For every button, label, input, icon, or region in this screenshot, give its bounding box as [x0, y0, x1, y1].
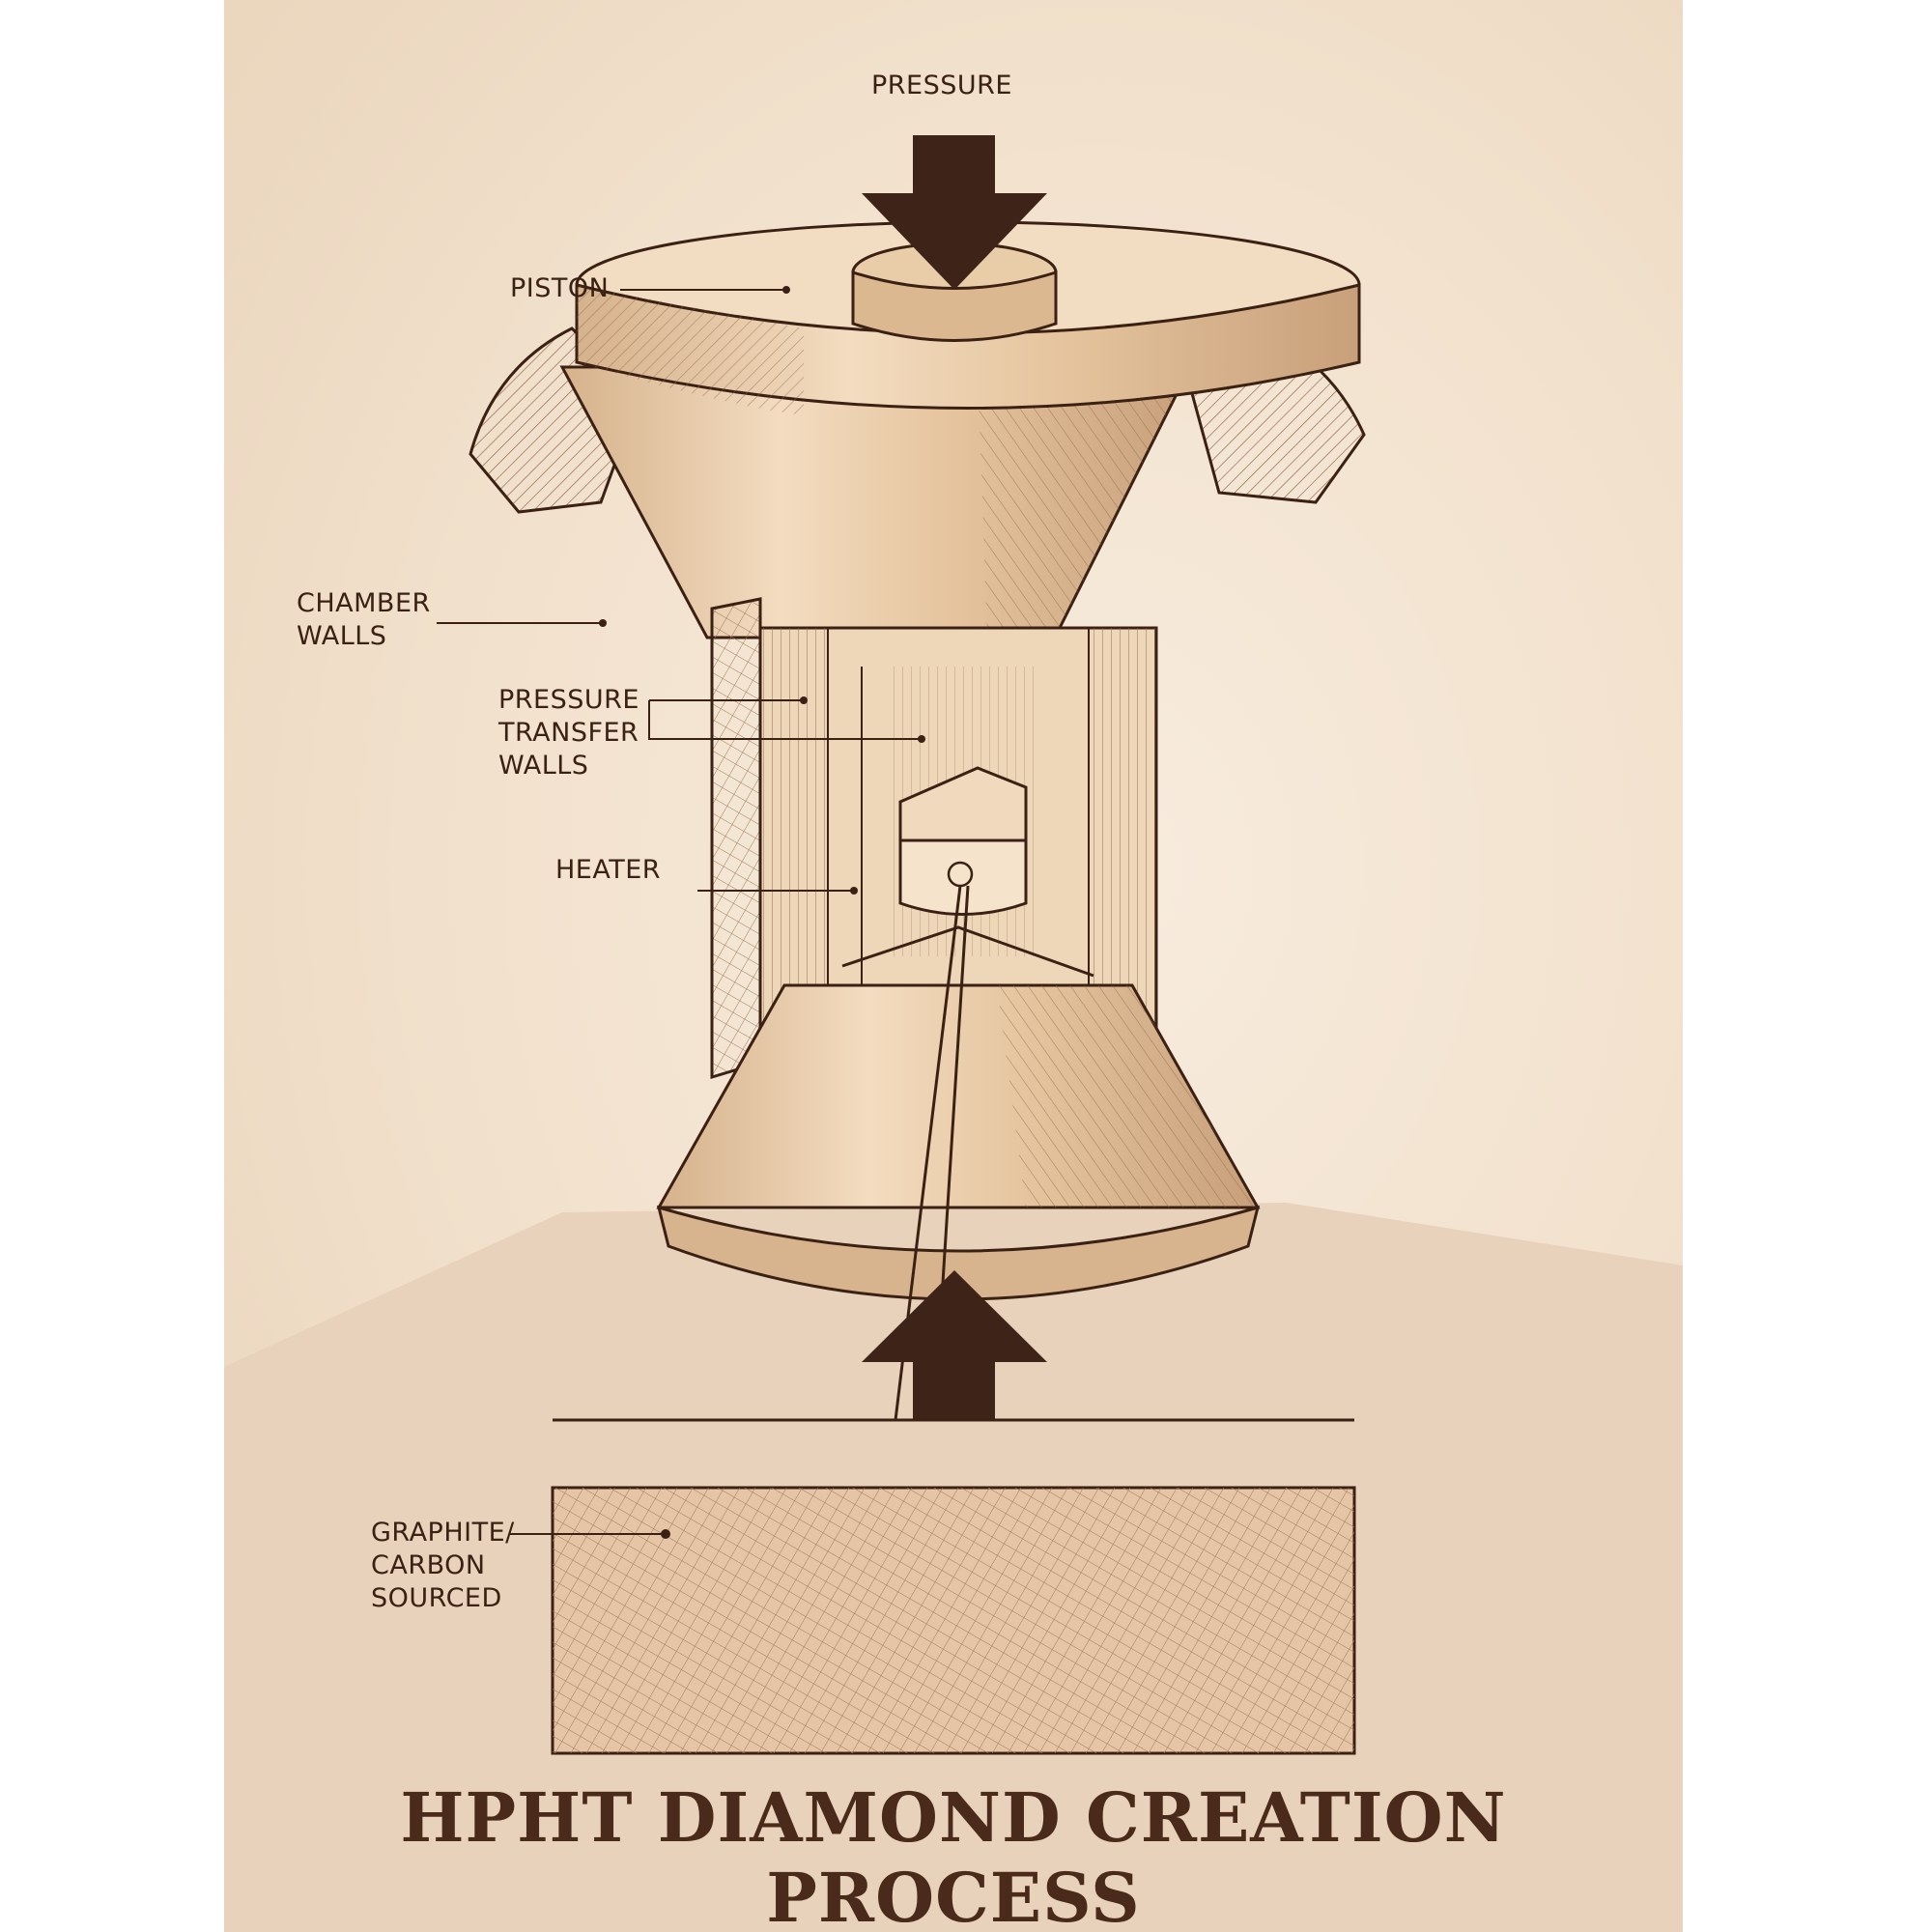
heater-cell — [898, 838, 1028, 916]
pressure-arrow-up-icon — [862, 1270, 1047, 1420]
hpht-press-diagram — [224, 135, 1683, 1932]
label-pressure: PRESSURE — [871, 71, 1012, 100]
diamond-seed — [898, 766, 1028, 842]
diagram-canvas: PRESSURE PISTON CHAMBER WALLS PRESSURE T… — [224, 0, 1683, 1932]
label-pressure-transfer-walls: PRESSURE TRANSFER WALLS — [498, 685, 639, 781]
leader-pressure-transfer-walls — [648, 699, 920, 740]
label-piston: PISTON — [510, 273, 610, 303]
top-puck — [851, 270, 1058, 342]
label-chamber-walls: CHAMBER WALLS — [297, 588, 431, 651]
pressure-arrow-down-icon — [862, 135, 1047, 290]
chamber-wall-left — [710, 597, 762, 1080]
lower-anvil-base — [656, 1205, 1261, 1301]
page-title: HPHT DIAMOND CREATION PROCESS — [400, 1777, 1507, 1932]
label-heater: HEATER — [555, 855, 662, 885]
label-graphite-source: GRAPHITE/ CARBON SOURCED — [371, 1518, 515, 1613]
